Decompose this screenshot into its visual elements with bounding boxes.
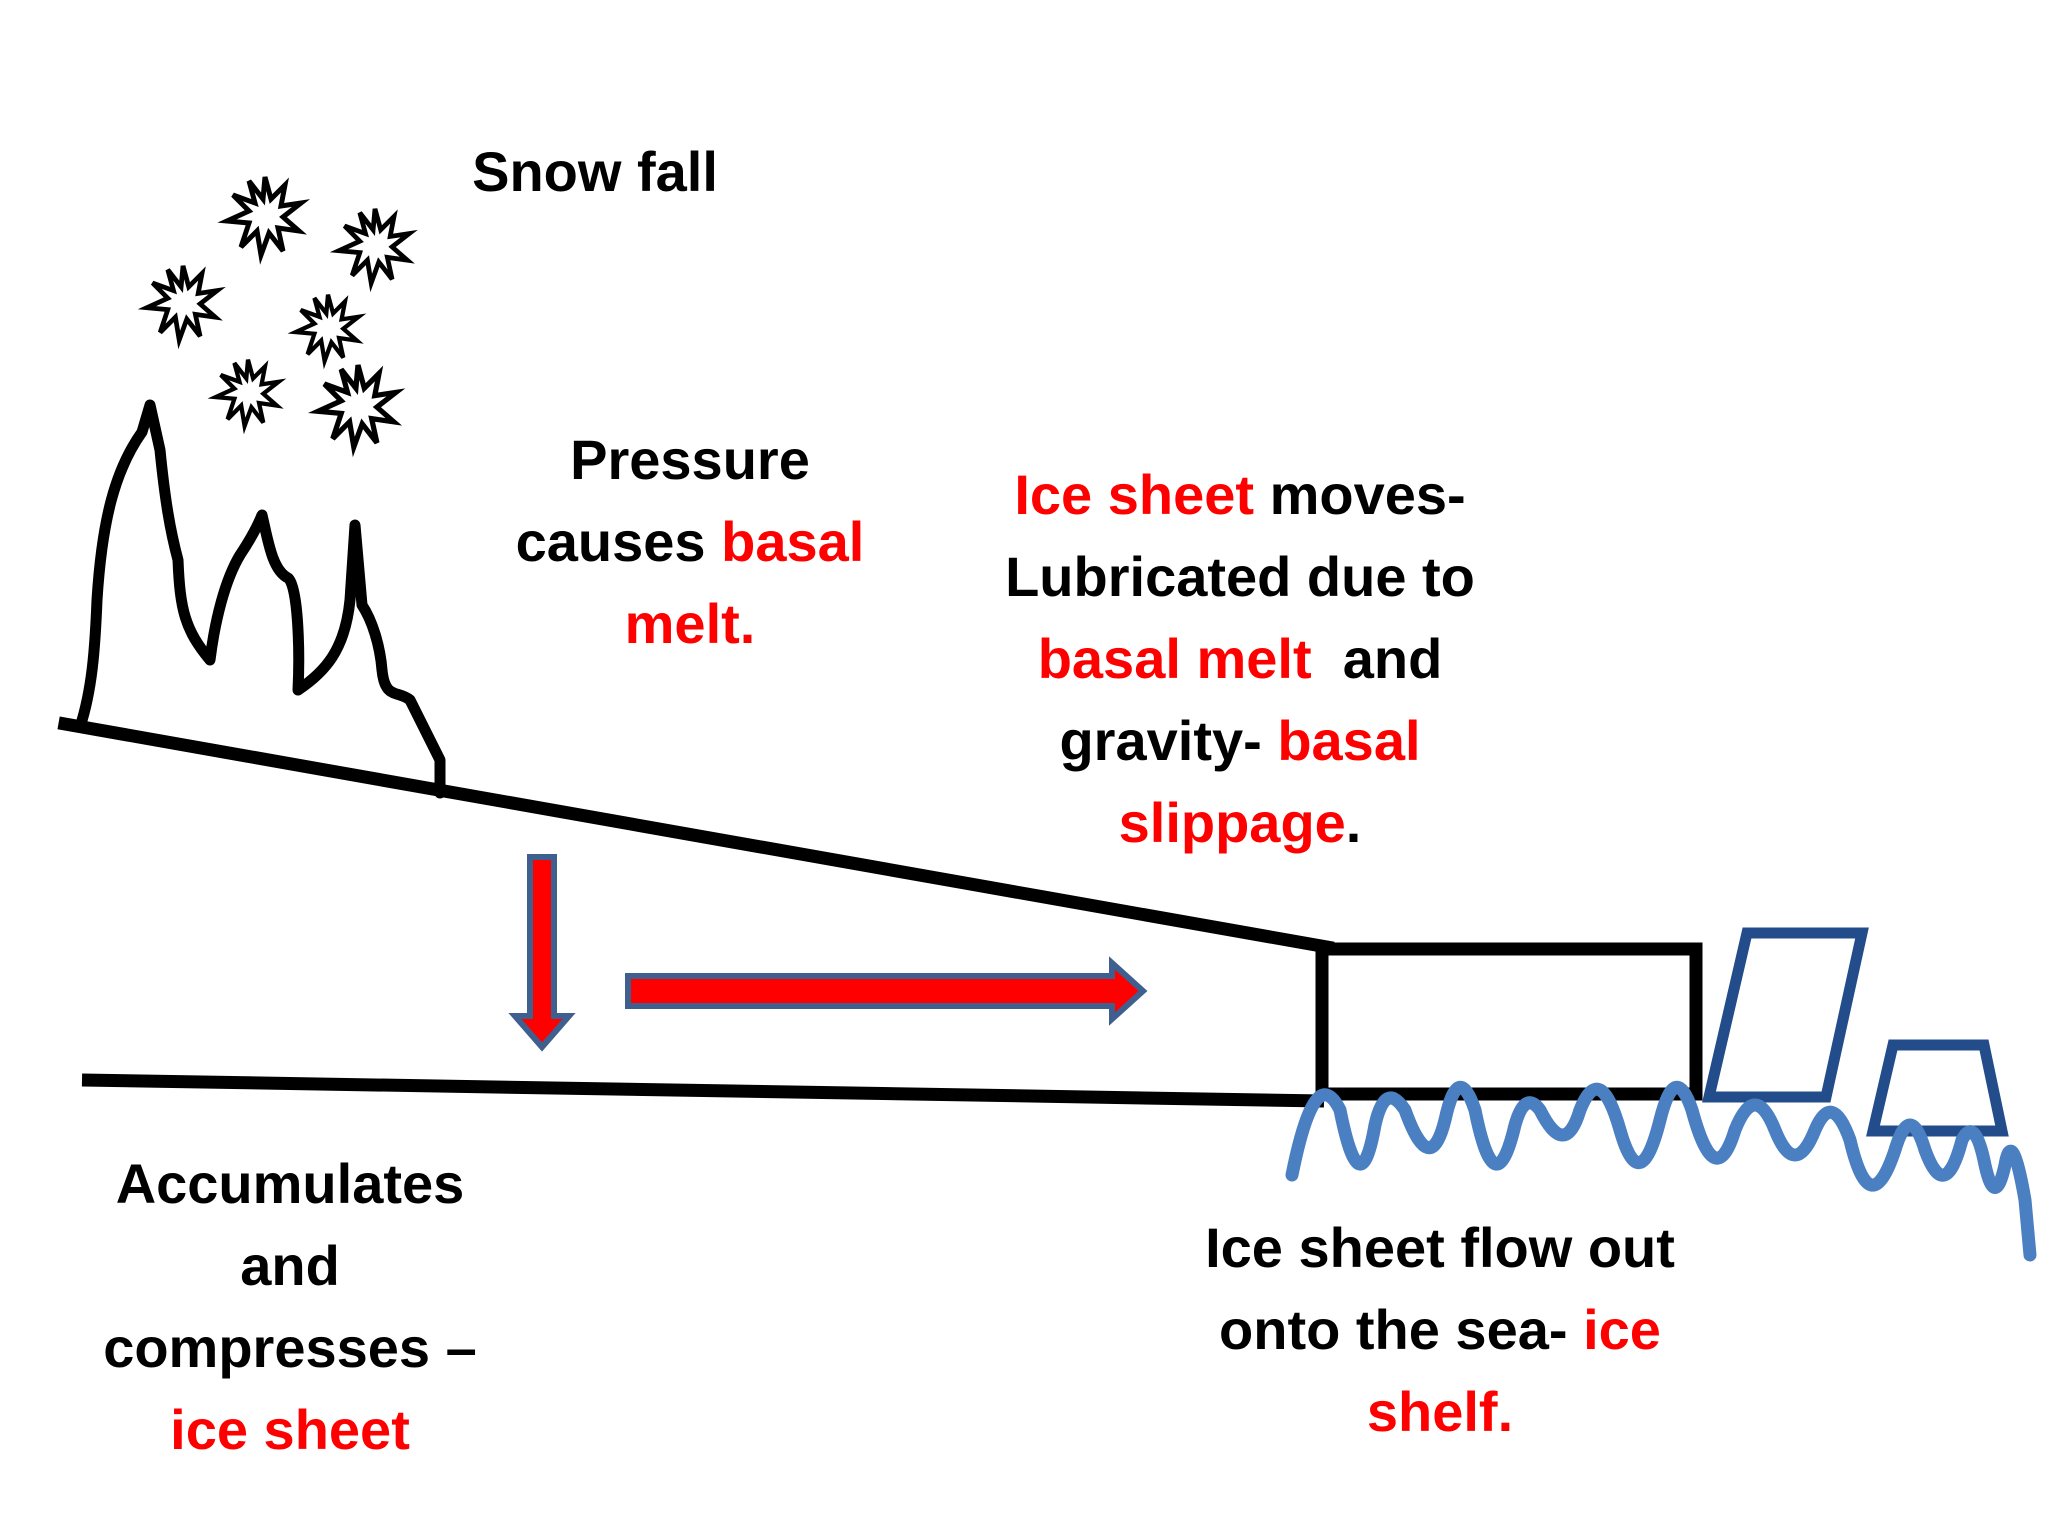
flow-out-line2-red: ice xyxy=(1583,1298,1661,1361)
ice-moves-line3-red: basal melt xyxy=(1037,627,1312,690)
pressure-line3-red: melt. xyxy=(624,592,756,655)
accumulates-line1: Accumulates xyxy=(115,1152,465,1215)
arrow-down-icon xyxy=(508,854,576,1052)
ice-moves-line2: Lubricated due to xyxy=(1005,545,1475,608)
accumulates-label: Accumulates and compresses – ice sheet xyxy=(70,1143,510,1471)
ice-moves-line3-black: and xyxy=(1311,627,1443,690)
ice-moves-line4-red: basal xyxy=(1277,709,1421,772)
ice-shelf-block xyxy=(1315,942,1703,1101)
accumulates-line2: and xyxy=(240,1234,340,1297)
snow-fall-text: Snow fall xyxy=(472,140,718,203)
flow-out-line2-black: onto the sea- xyxy=(1219,1298,1584,1361)
snow-fall-label: Snow fall xyxy=(430,131,760,213)
flow-out-line3-red: shelf. xyxy=(1366,1380,1514,1443)
flow-out-line1: Ice sheet flow out xyxy=(1205,1216,1675,1279)
mountain-outline-icon xyxy=(74,399,446,799)
iceberg-tall xyxy=(1702,927,1869,1103)
ice-moves-line4-black: gravity- xyxy=(1059,709,1278,772)
snowflake-burst-icon xyxy=(137,176,418,458)
ice-moves-line5-black: . xyxy=(1345,791,1362,854)
ice-moves-label: Ice sheet moves- Lubricated due to basal… xyxy=(960,454,1520,864)
bedrock-line xyxy=(81,1073,1325,1108)
sea-waves xyxy=(1285,1081,2037,1262)
accumulates-line4-red: ice sheet xyxy=(170,1398,410,1461)
ice-moves-line1-red: Ice sheet xyxy=(1014,463,1255,526)
iceberg-small xyxy=(1866,1039,2009,1137)
pressure-line2-black: causes xyxy=(515,510,722,573)
arrow-right-icon xyxy=(625,956,1148,1026)
accumulates-line3: compresses – xyxy=(103,1316,477,1379)
ice-moves-line1-black: moves- xyxy=(1254,463,1466,526)
flow-out-label: Ice sheet flow out onto the sea- ice she… xyxy=(1160,1207,1720,1453)
pressure-label: Pressure causes basal melt. xyxy=(480,419,900,665)
ice-sheet-top-line xyxy=(57,716,1335,955)
pressure-line1: Pressure xyxy=(570,428,810,491)
ice-moves-line5-red: slippage xyxy=(1118,791,1346,854)
pressure-line2-red: basal xyxy=(721,510,865,573)
